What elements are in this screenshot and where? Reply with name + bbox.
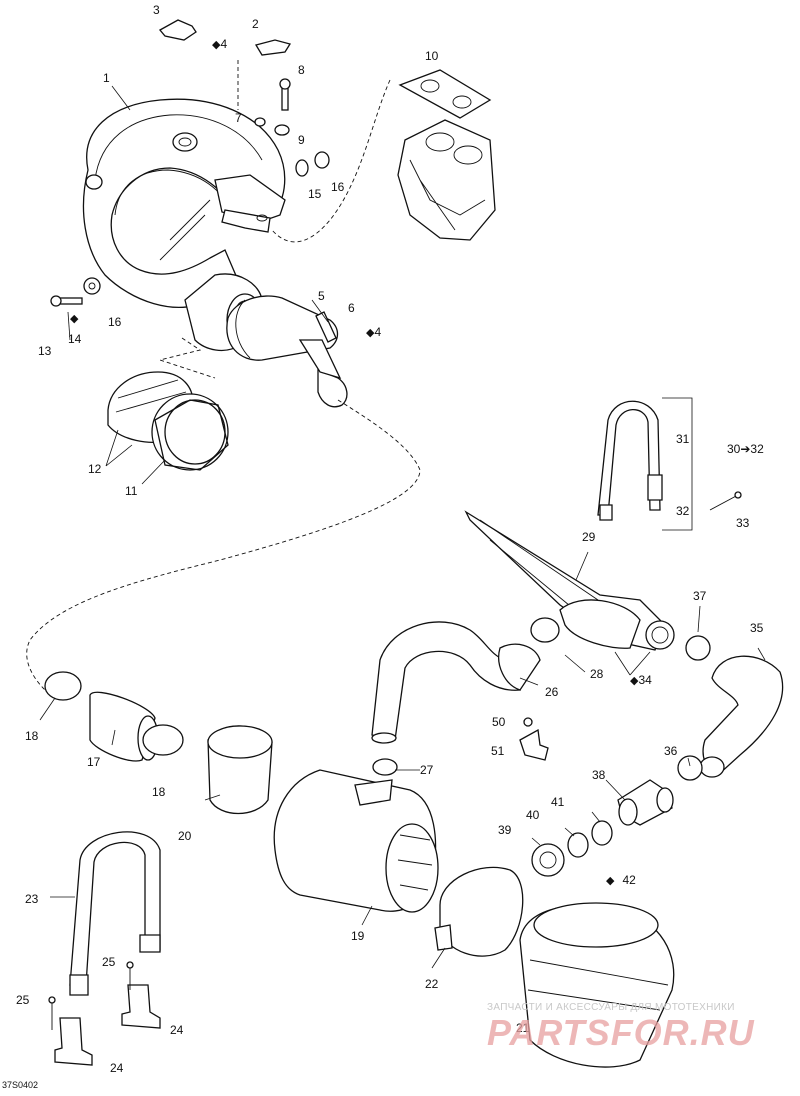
part-sleeve-clamps: [107, 371, 229, 471]
callout-35: 35: [750, 621, 764, 635]
leader-lines: [39, 85, 766, 969]
callout-37: 37: [693, 589, 707, 603]
part-fittings: [44, 617, 711, 877]
oil-drop-icon: ◆: [212, 39, 221, 51]
callout-3: 3: [153, 3, 160, 17]
part-resonator: [434, 866, 675, 1068]
part-straps-brackets: [48, 831, 161, 1066]
callout-42: ◆42: [606, 873, 636, 887]
callout-16-left: 16: [108, 315, 122, 329]
callout-41: 41: [551, 795, 565, 809]
callout-20: 20: [178, 829, 192, 843]
callout-40: 40: [526, 808, 540, 822]
routing-lines: [26, 60, 421, 691]
callout-18-left: 18: [25, 729, 39, 743]
callout-26: 26: [545, 685, 559, 699]
callout-28: 28: [590, 667, 604, 681]
callout-11: 11: [125, 484, 138, 498]
callout-25-upper: 25: [102, 955, 116, 969]
callout-27: 27: [420, 763, 434, 777]
callout-16-top: 16: [331, 180, 345, 194]
callout-18-mid: 18: [152, 785, 166, 799]
part-exhaust-outlet: [464, 510, 675, 651]
part-hoses: [371, 621, 784, 778]
callout-12: 12: [88, 462, 102, 476]
part-tuned-pipe: [226, 295, 348, 408]
callout-5: 5: [318, 289, 325, 303]
callout-34: ◆34: [630, 673, 652, 687]
callout-7: 7: [235, 111, 242, 125]
callout-51: 51: [491, 744, 505, 758]
callout-32: 32: [676, 504, 690, 518]
callout-13: 13: [38, 344, 52, 358]
part-hardware: [50, 19, 330, 307]
callout-33: 33: [736, 516, 750, 530]
callout-23: 23: [25, 892, 39, 906]
part-strap-kit: [597, 397, 742, 531]
callout-19: 19: [351, 929, 365, 943]
callout-2: 2: [252, 17, 259, 31]
callout-39: 39: [498, 823, 512, 837]
part-cylinder-gasket: [397, 69, 496, 241]
callout-17: 17: [87, 755, 101, 769]
watermark-tagline: ЗАПЧАСТИ И АКСЕССУАРЫ ДЛЯ МОТОТЕХНИКИ: [487, 1002, 735, 1013]
callout-30-32: 30➔32: [727, 442, 764, 456]
callout-36: 36: [664, 744, 678, 758]
callout-24-bottom: 24: [110, 1061, 124, 1075]
callout-9: 9: [298, 133, 305, 147]
oil-drop-icon: ◆: [606, 875, 615, 887]
callout-6: 6: [348, 301, 355, 315]
callout-10: 10: [425, 49, 439, 63]
callout-21: 21: [516, 1021, 530, 1035]
callout-22: 22: [425, 977, 439, 991]
callout-24-right: 24: [170, 1023, 184, 1037]
callout-15: 15: [308, 187, 322, 201]
callout-1: 1: [103, 71, 110, 85]
callout-50: 50: [492, 715, 506, 729]
callout-38: 38: [592, 768, 606, 782]
callout-4-top: ◆4: [212, 37, 228, 51]
callout-29: 29: [582, 530, 596, 544]
document-id: 37S0402: [2, 1080, 39, 1090]
callout-8: 8: [298, 63, 305, 77]
callout-25-lower: 25: [16, 993, 30, 1007]
oil-drop-icon: ◆: [366, 327, 375, 339]
callout-31: 31: [676, 432, 690, 446]
oil-drop-icon: ◆: [630, 675, 639, 687]
callout-4-right: ◆4: [366, 325, 382, 339]
oil-drop-icon: ◆: [70, 313, 79, 325]
part-muffler: [89, 691, 439, 913]
watermark-brand: PARTSFOR.RU: [487, 1012, 755, 1053]
callout-14: ◆14: [68, 313, 82, 346]
